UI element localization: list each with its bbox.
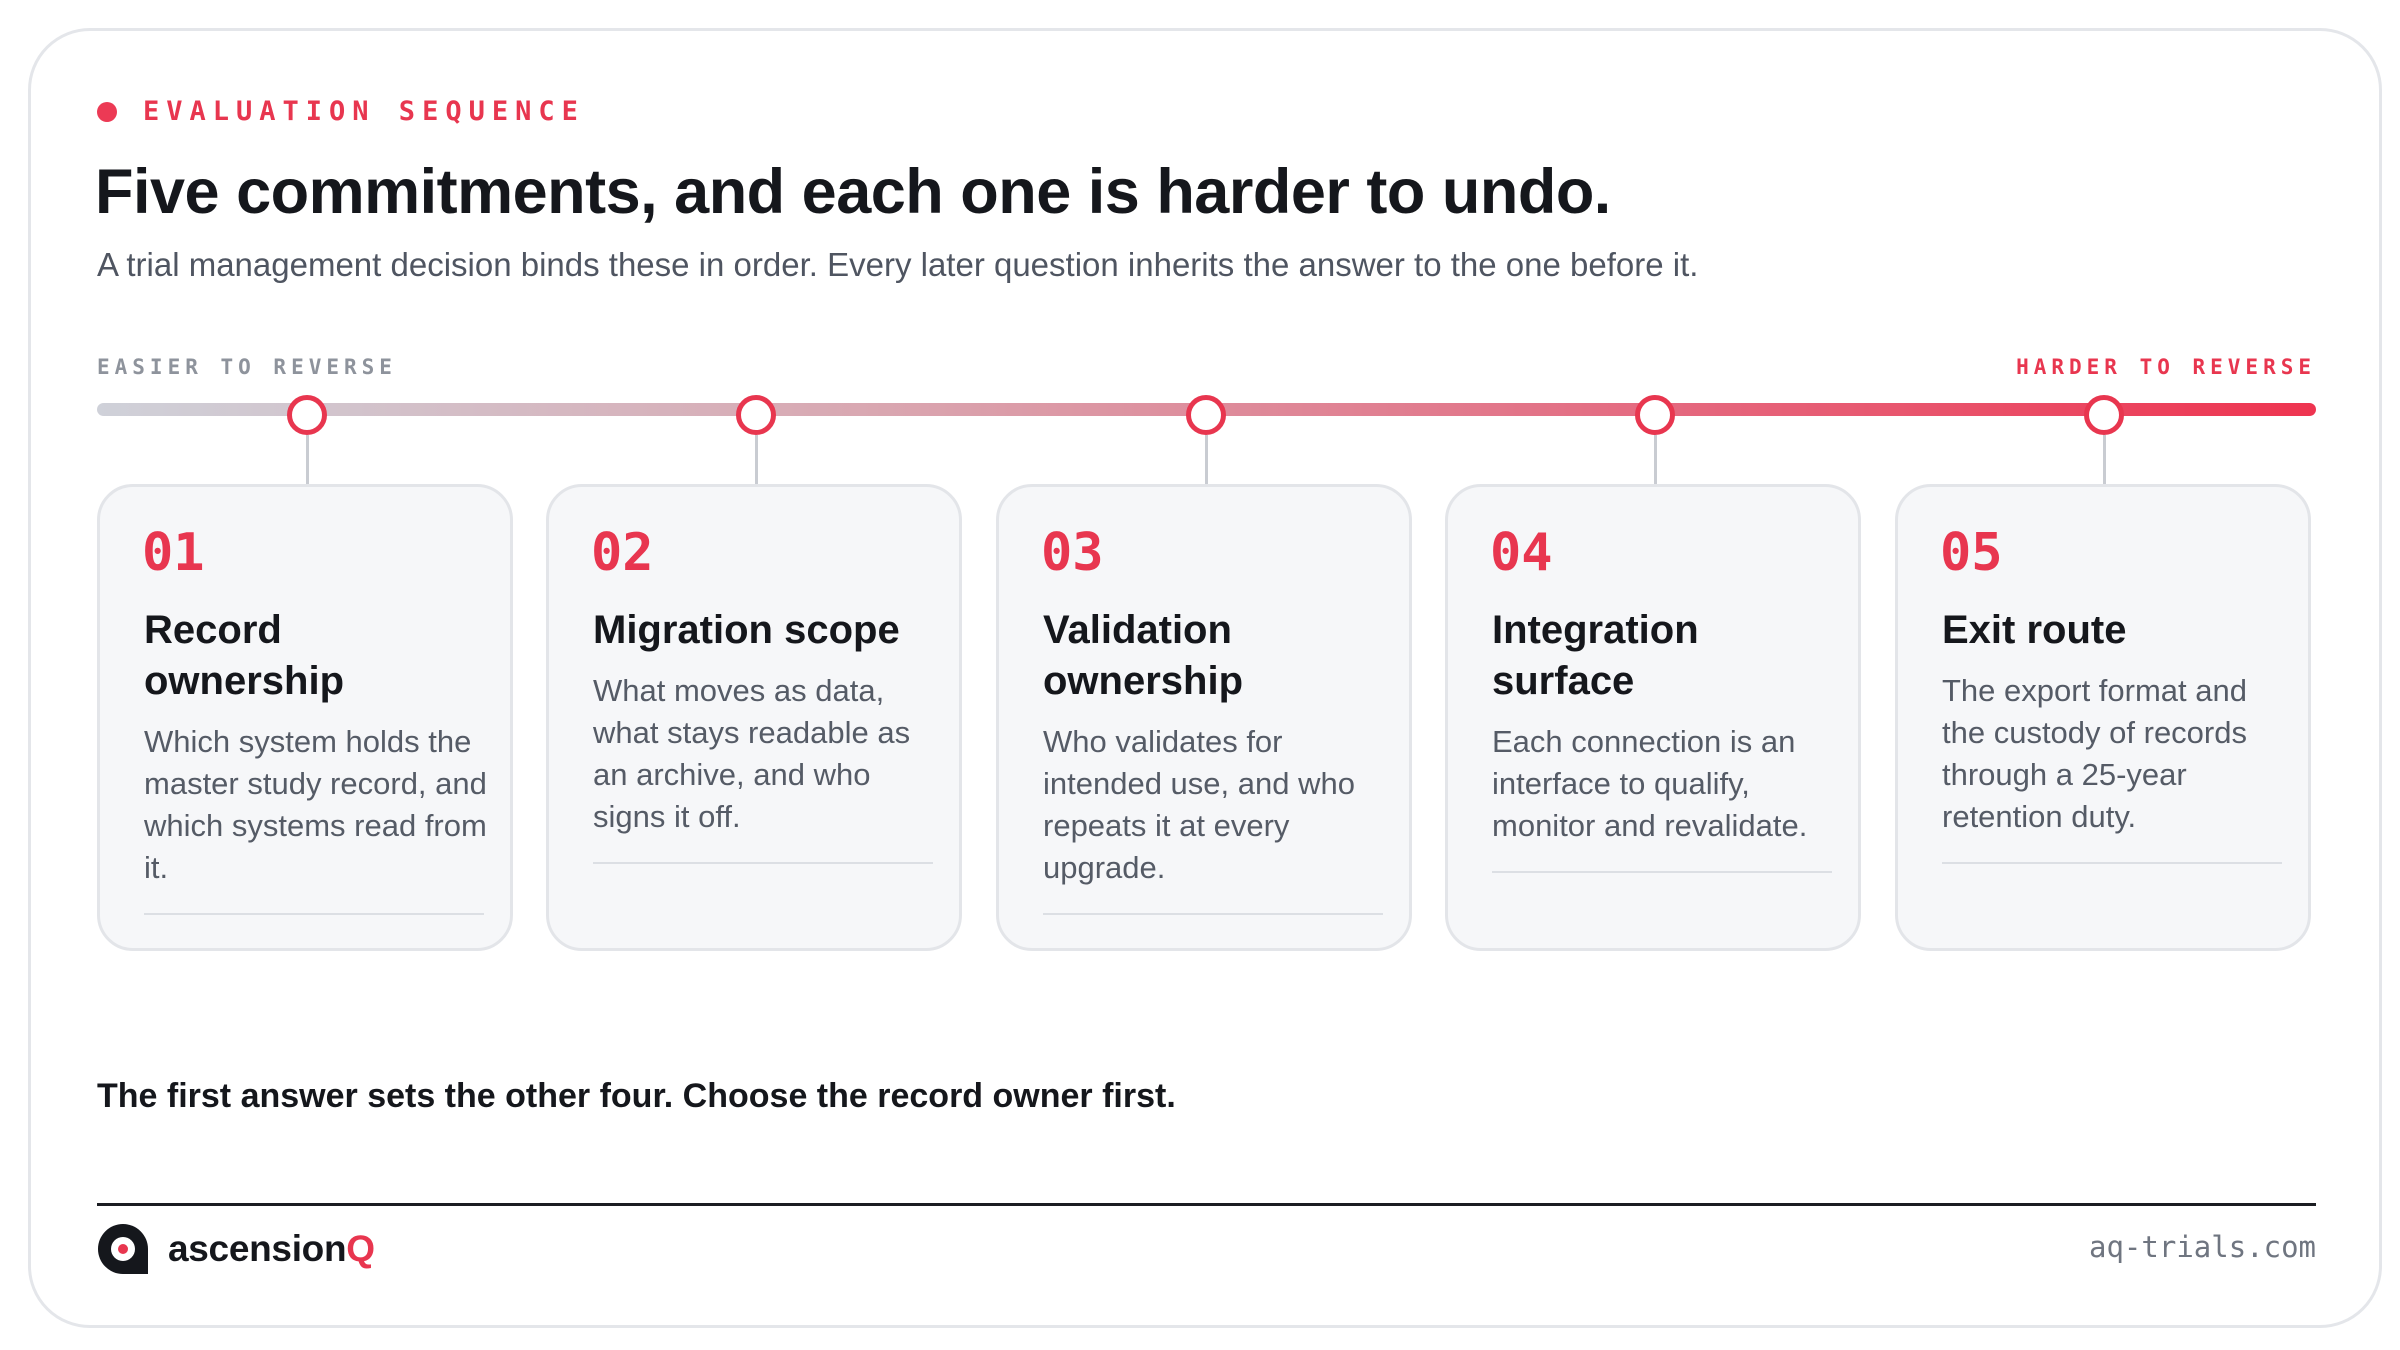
brand-name-main: ascension bbox=[168, 1228, 347, 1269]
scale-label-harder: HARDER TO REVERSE bbox=[2016, 355, 2316, 379]
scale-label-easier: EASIER TO REVERSE bbox=[97, 355, 397, 379]
brand-logo: ascensionQ bbox=[96, 1222, 375, 1276]
step-card-5: 05 Exit route The export format and the … bbox=[1895, 484, 2311, 951]
timeline-node-5 bbox=[2084, 395, 2124, 435]
step-description: Each connection is an interface to quali… bbox=[1492, 724, 1808, 843]
step-title-text: Migration scope bbox=[593, 608, 900, 652]
timeline-connector-1 bbox=[306, 435, 309, 485]
step-description: Who validates for intended use, and who … bbox=[1043, 724, 1355, 885]
timeline-node-1 bbox=[287, 395, 327, 435]
timeline-connector-3 bbox=[1205, 435, 1208, 485]
step-description: Which system holds the master study reco… bbox=[144, 724, 487, 885]
eyebrow: EVALUATION SEQUENCE bbox=[97, 96, 585, 127]
step-number: 04 bbox=[1490, 523, 1553, 583]
step-card-3: 03 Validation ownership Who validates fo… bbox=[996, 484, 1412, 951]
step-title-text: Exit route bbox=[1942, 608, 2127, 652]
step-title: Exit route The export format and the cus… bbox=[1942, 605, 2282, 864]
step-title-text: Record ownership bbox=[144, 608, 345, 703]
step-title-text: Integration surface bbox=[1492, 608, 1699, 703]
timeline-node-3 bbox=[1186, 395, 1226, 435]
step-description: The export format and the custody of rec… bbox=[1942, 673, 2247, 834]
takeaway-text: The first answer sets the other four. Ch… bbox=[97, 1077, 1176, 1115]
step-description: What moves as data, what stays readable … bbox=[593, 673, 911, 834]
step-card-1: 01 Record ownership Which system holds t… bbox=[97, 484, 513, 951]
eyebrow-label: EVALUATION SEQUENCE bbox=[143, 96, 585, 127]
timeline-connector-2 bbox=[755, 435, 758, 485]
step-number: 01 bbox=[142, 523, 205, 583]
step-title: Migration scope What moves as data, what… bbox=[593, 605, 933, 864]
timeline-node-4 bbox=[1635, 395, 1675, 435]
step-number: 03 bbox=[1041, 523, 1104, 583]
logo-mark-icon bbox=[97, 1224, 148, 1274]
step-title-text: Validation ownership bbox=[1043, 608, 1244, 703]
step-title: Record ownership Which system holds the … bbox=[144, 605, 487, 915]
timeline-node-2 bbox=[736, 395, 776, 435]
footer-divider bbox=[97, 1203, 2316, 1206]
step-card-2: 02 Migration scope What moves as data, w… bbox=[546, 484, 962, 951]
timeline-connector-4 bbox=[1654, 435, 1657, 485]
page-subtitle: A trial management decision binds these … bbox=[97, 246, 1699, 283]
brand-name-accent: Q bbox=[346, 1228, 375, 1269]
step-number: 05 bbox=[1940, 523, 2003, 583]
step-title: Validation ownership Who validates for i… bbox=[1043, 605, 1383, 915]
brand-name: ascensionQ bbox=[168, 1228, 375, 1270]
step-number: 02 bbox=[591, 523, 654, 583]
website-url: aq-trials.com bbox=[2089, 1230, 2316, 1264]
step-title: Integration surface Each connection is a… bbox=[1492, 605, 1832, 873]
eyebrow-dot-icon bbox=[97, 101, 117, 122]
page-title: Five commitments, and each one is harder… bbox=[95, 157, 1611, 227]
timeline-connector-5 bbox=[2103, 435, 2106, 485]
step-card-4: 04 Integration surface Each connection i… bbox=[1445, 484, 1861, 951]
